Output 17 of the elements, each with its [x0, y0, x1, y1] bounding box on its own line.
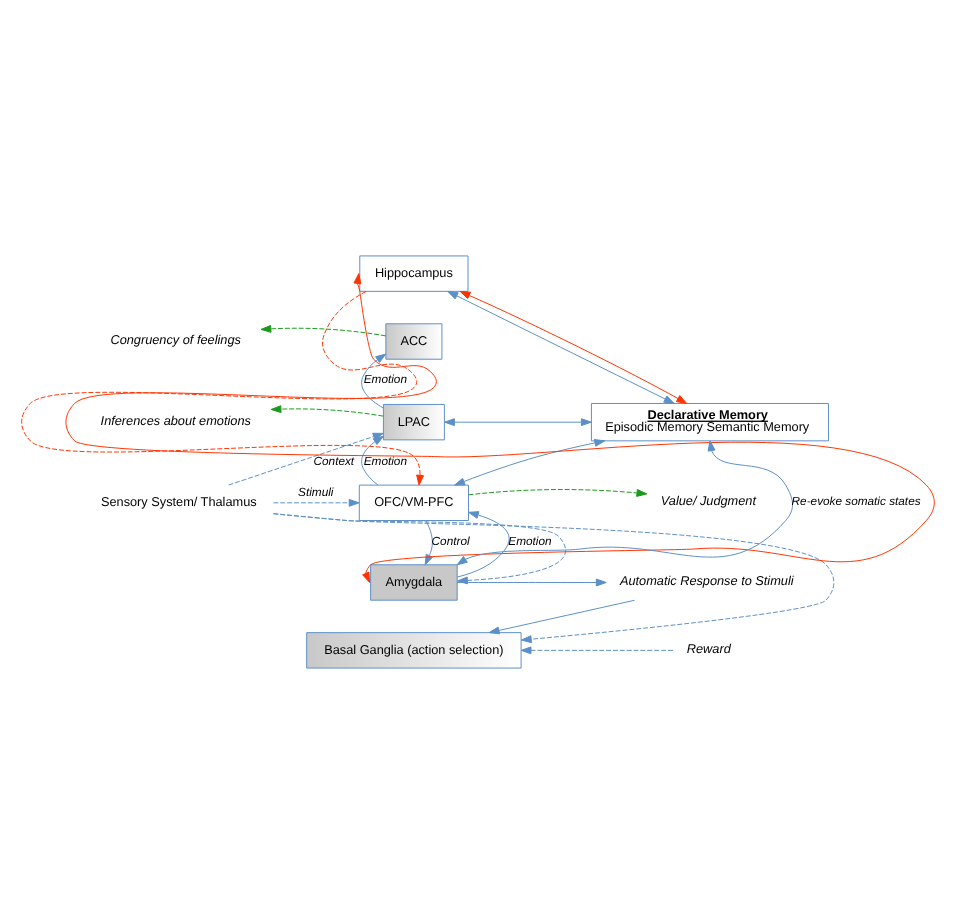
arrow — [454, 438, 606, 485]
arrow — [444, 417, 592, 426]
arrow — [272, 497, 360, 506]
arrow — [456, 577, 607, 586]
arrow — [270, 404, 384, 416]
arrow — [361, 352, 387, 408]
arrow — [520, 645, 674, 654]
arrow — [260, 323, 387, 336]
arrow — [488, 598, 635, 634]
arrow — [468, 488, 648, 496]
arrow — [456, 439, 793, 565]
arrow — [21, 289, 424, 485]
arrow — [65, 272, 935, 582]
arrow — [273, 512, 567, 584]
arrow — [361, 434, 384, 485]
arrow — [273, 512, 835, 643]
arrow — [456, 510, 510, 577]
